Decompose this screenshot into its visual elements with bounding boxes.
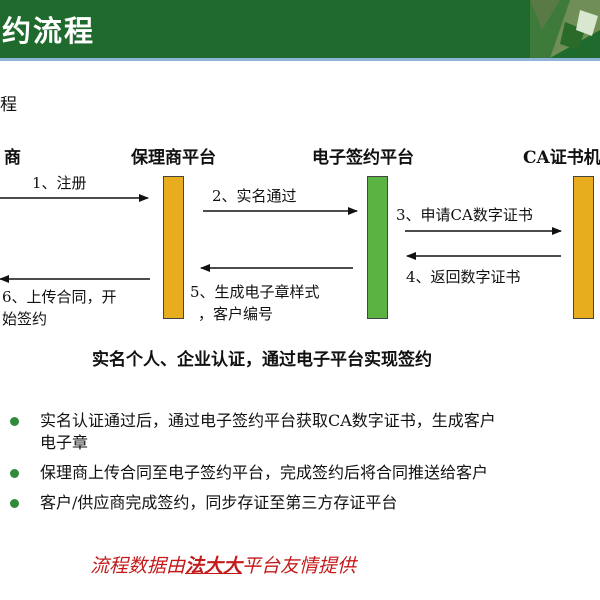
footer-credit-prefix: 流程数据由 <box>90 555 186 577</box>
lifeline-factoring-platform <box>163 176 184 319</box>
bullet-item-1-line2: 电子章 <box>40 433 89 452</box>
bullet-item-3-text: 客户/供应商完成签约，同步存证至第三方存证平台 <box>40 493 398 512</box>
footer-credit-brand: 法大大 <box>185 555 243 577</box>
step-6-label-line2: 始签约 <box>2 310 48 328</box>
step-3-label: 3、申请CA数字证书 <box>396 206 533 224</box>
page-title: 约流程 <box>2 14 96 48</box>
bullet-dot-icon <box>10 469 19 478</box>
header-decoration-icon <box>530 0 600 58</box>
header-divider <box>0 58 600 61</box>
section-subtitle: 程 <box>0 95 17 115</box>
step-5-label: 5、生成电子章样式 ，客户编号 <box>190 281 320 325</box>
diagram-caption: 实名个人、企业认证，通过电子平台实现签约 <box>92 350 432 370</box>
lane-label-esign-platform: 电子签约平台 <box>312 148 414 168</box>
step-4-label: 4、返回数字证书 <box>406 268 521 286</box>
footer-credit: 流程数据由法大大平台友情提供 <box>90 551 356 578</box>
bullet-dot-icon <box>10 417 19 426</box>
header-bar: 约流程 <box>0 0 600 58</box>
lifeline-ca-authority <box>573 176 594 319</box>
lane-label-ca-authority: CA证书机 <box>523 148 600 168</box>
lane-label-customer: 商 <box>4 148 21 168</box>
bullet-item-2-text: 保理商上传合同至电子签约平台，完成签约后将合同推送给客户 <box>40 463 489 482</box>
step-2-label: 2、实名通过 <box>212 187 297 205</box>
lifeline-esign-platform <box>367 176 388 319</box>
lane-label-factoring-platform: 保理商平台 <box>131 148 216 168</box>
step-6-label-line1: 6、上传合同，开 <box>2 288 117 306</box>
step-6-label: 6、上传合同，开 始签约 <box>2 286 117 330</box>
step-5-label-line2: ，客户编号 <box>198 305 274 323</box>
bullet-item-1-text: 实名认证通过后，通过电子签约平台获取CA数字证书，生成客户 电子章 <box>40 410 496 454</box>
bullet-dot-icon <box>10 499 19 508</box>
step-1-label: 1、注册 <box>32 174 87 192</box>
step-5-label-line1: 5、生成电子章样式 <box>190 283 320 301</box>
bullet-item-1-line1: 实名认证通过后，通过电子签约平台获取CA数字证书，生成客户 <box>40 411 496 430</box>
footer-credit-suffix: 平台友情提供 <box>242 555 357 577</box>
